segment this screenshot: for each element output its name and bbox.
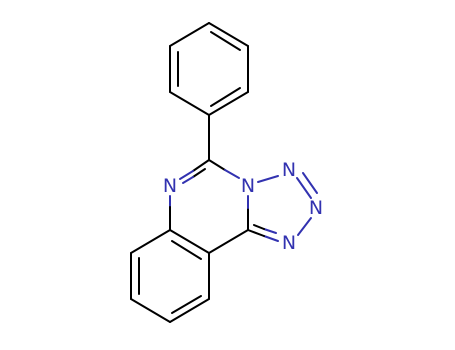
atom-label-n-tetrazole-right: N: [309, 197, 323, 219]
tetrazole-inner-bond: [302, 172, 318, 194]
tetrazole-inner-bond: [263, 228, 277, 234]
phenyl-bond: [208, 91, 249, 116]
pyrimidine-inner-bond: [192, 168, 206, 178]
atom-label-n-bridge: N: [241, 175, 255, 197]
pyrimidine-inner-bond: [182, 176, 194, 184]
atom-label-n-tetrazole-top: N: [282, 159, 296, 181]
phenyl-bond: [208, 22, 249, 47]
benzo-bond: [169, 298, 210, 323]
tetrazole-inner-bond: [253, 224, 265, 230]
tetrazole-bond: [257, 175, 279, 183]
pyrimidine-ring: [169, 159, 249, 254]
benzo-bond: [130, 229, 171, 254]
atom-label-n-tetrazole-bottom: N: [282, 232, 296, 254]
benzo-ring: [130, 229, 210, 323]
phenyl-ring: [169, 22, 249, 116]
tetrazole-bond: [297, 217, 312, 236]
pyrimidine-bond: [208, 229, 249, 254]
phenyl-bond: [169, 22, 210, 47]
phenyl-inner-bond: [210, 31, 241, 51]
pyrimidine-bond: [224, 169, 240, 179]
benzo-inner-bond: [171, 295, 202, 314]
phenyl-bond: [169, 91, 210, 116]
tetrazole-bond: [263, 235, 279, 242]
phenyl-inner-bond: [210, 87, 241, 107]
atom-label-n-ring: N: [163, 175, 177, 197]
tetrazole-bond: [296, 177, 312, 199]
pyrimidine-bond: [192, 159, 210, 172]
pyrimidine-bond: [169, 229, 210, 254]
benzo-inner-bond: [171, 240, 202, 260]
tetrazole-ring: [247, 172, 318, 242]
pyrimidine-bond: [179, 170, 194, 180]
tetrazole-bond: [247, 229, 265, 237]
pyrimidine-bond: [208, 159, 226, 171]
benzo-bond: [130, 298, 171, 323]
